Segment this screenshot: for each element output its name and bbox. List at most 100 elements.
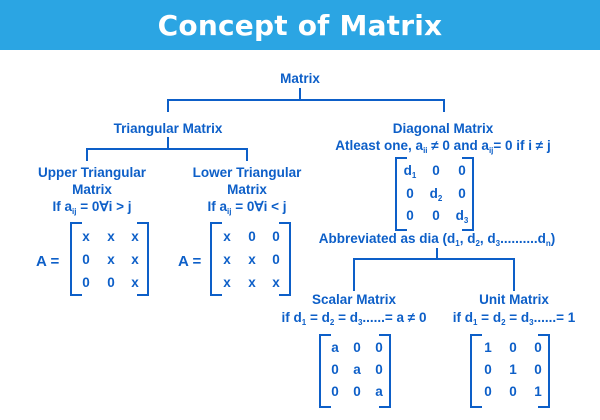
matrix-cell: 0 [432, 163, 440, 180]
connector-line [353, 258, 515, 260]
connector-line [86, 148, 248, 150]
upper-lhs: A = [36, 253, 60, 270]
cond-sub: 3 [357, 318, 363, 327]
connector-line [86, 148, 88, 161]
matrix-cell: 0 [484, 384, 492, 399]
cell-value: 0 [432, 163, 440, 178]
cond-sub: 2 [501, 318, 506, 327]
abbrev-text: ..........d [500, 231, 546, 246]
triangular-node: Triangular Matrix [113, 121, 223, 136]
cond-text: ≠ 0 and a [427, 138, 489, 153]
cond-sub: 1 [301, 318, 307, 327]
matrix-cell: 1 [534, 384, 542, 399]
matrix-cell: 0 [353, 384, 361, 399]
lower-condition: If aij = 0∀i < j [193, 198, 302, 220]
matrix-cell: x [131, 229, 139, 244]
page-title: Concept of Matrix [157, 8, 443, 42]
cond-sub: ij [488, 146, 494, 155]
bracket-left [395, 157, 407, 231]
matrix-cell: 0 [534, 340, 542, 355]
cond-text: Atleast one, a [335, 138, 424, 153]
unit-node: Unit Matrix [479, 292, 549, 307]
matrix-cell: 0 [458, 163, 466, 180]
matrix-cell: 1 [509, 362, 517, 377]
cell-value: 0 [406, 208, 414, 223]
matrix-cell: a [331, 340, 339, 355]
matrix-cell: 0 [82, 275, 90, 290]
connector-line [299, 88, 301, 100]
abbrev-text: ) [550, 231, 556, 246]
cell-sub: 3 [463, 216, 469, 225]
matrix-cell: x [272, 275, 280, 290]
cond-text: = 0 if i ≠ j [493, 138, 551, 153]
scalar-node: Scalar Matrix [311, 292, 397, 307]
connector-line [513, 258, 515, 291]
cond-text: If a [207, 199, 228, 214]
connector-line [167, 137, 169, 149]
matrix-cell: 0 [272, 229, 280, 244]
cell-value: d [455, 208, 464, 223]
matrix-cell: x [107, 229, 115, 244]
connector-line [167, 99, 445, 101]
bracket-right [462, 157, 474, 231]
matrix-cell: 0 [248, 229, 256, 244]
cell-value: 0 [458, 186, 466, 201]
matrix-cell: 0 [509, 384, 517, 399]
lower-label-2: Matrix [227, 182, 267, 197]
root-node: Matrix [280, 71, 320, 86]
cell-sub: 2 [437, 194, 443, 203]
matrix-cell: x [131, 252, 139, 267]
bracket-right [279, 222, 291, 296]
matrix-cell: x [131, 275, 139, 290]
cond-sub: ij [72, 207, 77, 216]
cond-text: ......= 1 [533, 310, 576, 325]
matrix-cell: 0 [406, 186, 414, 203]
lower-lhs: A = [178, 253, 202, 270]
cond-text: = d [477, 310, 502, 325]
cell-value: d [403, 163, 412, 178]
matrix-cell: 0 [107, 275, 115, 290]
connector-line [167, 99, 169, 112]
abbrev-text: Abbreviated as dia (d [318, 231, 456, 246]
connector-line [353, 258, 355, 291]
cond-sub: ii [423, 146, 428, 155]
matrix-cell: x [82, 229, 90, 244]
matrix-cell: x [223, 252, 231, 267]
matrix-cell: a [353, 362, 361, 377]
upper-triangular-node: Upper Triangular Matrix If aij = 0∀i > j [38, 164, 146, 220]
matrix-cell: 0 [534, 362, 542, 377]
matrix-cell: x [107, 252, 115, 267]
bracket-left [319, 334, 331, 408]
matrix-cell: x [223, 275, 231, 290]
bracket-left [210, 222, 222, 296]
connector-line [246, 148, 248, 161]
cond-text: if d [281, 310, 302, 325]
matrix-cell: d3 [456, 208, 469, 225]
matrix-cell: 0 [272, 252, 280, 267]
abbrev-sub: n [545, 239, 551, 248]
matrix-cell: d2 [430, 186, 443, 203]
scalar-condition: if d1 = d2 = d3......= a ≠ 0 [282, 309, 427, 331]
connector-line [443, 99, 445, 112]
cond-text: If a [52, 199, 73, 214]
cond-text: if d [452, 310, 473, 325]
bracket-left [470, 334, 482, 408]
lower-label-1: Lower Triangular [192, 165, 302, 180]
upper-condition: If aij = 0∀i > j [38, 198, 146, 220]
matrix-cell: 1 [484, 340, 492, 355]
cond-sub: 1 [472, 318, 478, 327]
bracket-right [137, 222, 149, 296]
cond-text: = 0∀i < j [231, 199, 287, 214]
bracket-right [379, 334, 391, 408]
matrix-cell: 0 [353, 340, 361, 355]
matrix-cell: a [375, 384, 383, 399]
cond-sub: 2 [329, 318, 335, 327]
cond-text: ......= a ≠ 0 [362, 310, 427, 325]
diagonal-condition: Atleast one, aii ≠ 0 and aij= 0 if i ≠ j [335, 137, 550, 159]
matrix-cell: 0 [331, 384, 339, 399]
matrix-cell: 0 [375, 340, 383, 355]
matrix-cell: 0 [406, 208, 414, 225]
cell-sub: 1 [411, 171, 417, 180]
diagonal-node: Diagonal Matrix [392, 121, 494, 136]
matrix-cell: x [248, 252, 256, 267]
